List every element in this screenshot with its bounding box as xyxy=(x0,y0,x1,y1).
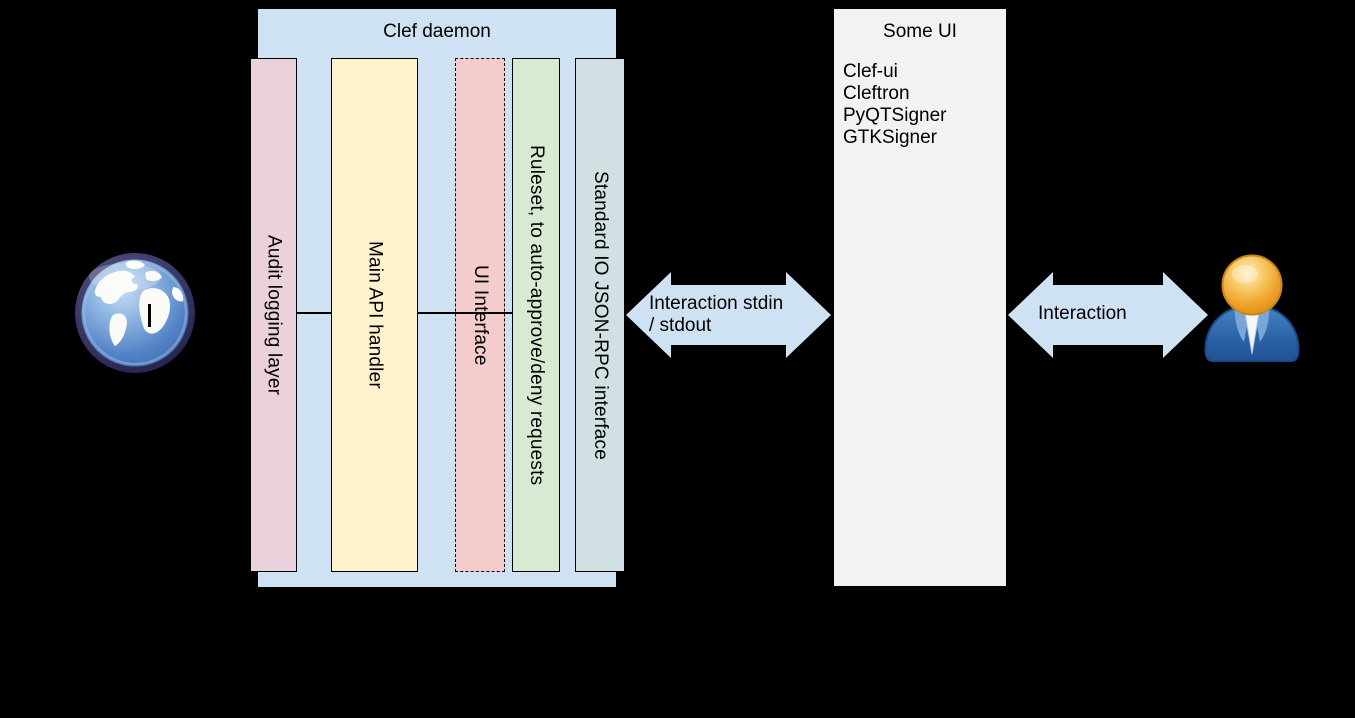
interaction-double-arrow-icon xyxy=(1008,272,1208,358)
bar-ui-interface: UI Interface xyxy=(455,58,505,572)
stdio-double-arrow-icon xyxy=(626,272,831,358)
interaction-arrow-label: Interaction xyxy=(1038,303,1127,324)
bar-label: Standard IO JSON-RPC interface xyxy=(590,170,611,460)
clef-daemon-box: Clef daemon xyxy=(257,8,617,588)
bar-label: Main API handler xyxy=(364,241,386,389)
bar-main-api-handler: Main API handler xyxy=(331,58,418,572)
bar-label: Ruleset, to auto-approve/deny requests xyxy=(526,144,547,486)
clef-daemon-title: Clef daemon xyxy=(383,21,491,42)
bar-standard-io-json-rpc: Standard IO JSON-RPC interface xyxy=(575,58,625,572)
some-ui-list-item: Cleftron xyxy=(843,83,910,104)
connector-line-api-to-ruleset xyxy=(418,312,512,314)
bar-label: Audit logging layer xyxy=(263,234,285,396)
some-ui-title: Some UI xyxy=(883,21,957,42)
some-ui-box: Some UI Clef-ui Cleftron PyQTSigner GTKS… xyxy=(833,8,1007,587)
stdio-arrow-label-line2: / stdout xyxy=(649,315,712,336)
some-ui-list-item: PyQTSigner xyxy=(843,105,947,126)
bar-ruleset: Ruleset, to auto-approve/deny requests xyxy=(512,58,560,572)
some-ui-list: Clef-ui Cleftron PyQTSigner GTKSigner xyxy=(843,61,946,149)
globe-icon xyxy=(72,250,198,376)
some-ui-list-item: GTKSigner xyxy=(843,127,937,148)
bar-label: UI Interface xyxy=(470,264,491,366)
user-icon xyxy=(1202,254,1302,364)
connector-line-audit-to-api xyxy=(297,312,331,314)
globe-connector-line xyxy=(148,304,151,327)
some-ui-list-item: Clef-ui xyxy=(843,61,898,82)
stdio-arrow-label: Interaction stdin / stdout xyxy=(649,293,783,337)
bar-audit-logging-layer: Audit logging layer xyxy=(250,58,297,572)
stdio-arrow-label-line1: Interaction stdin xyxy=(649,293,784,314)
